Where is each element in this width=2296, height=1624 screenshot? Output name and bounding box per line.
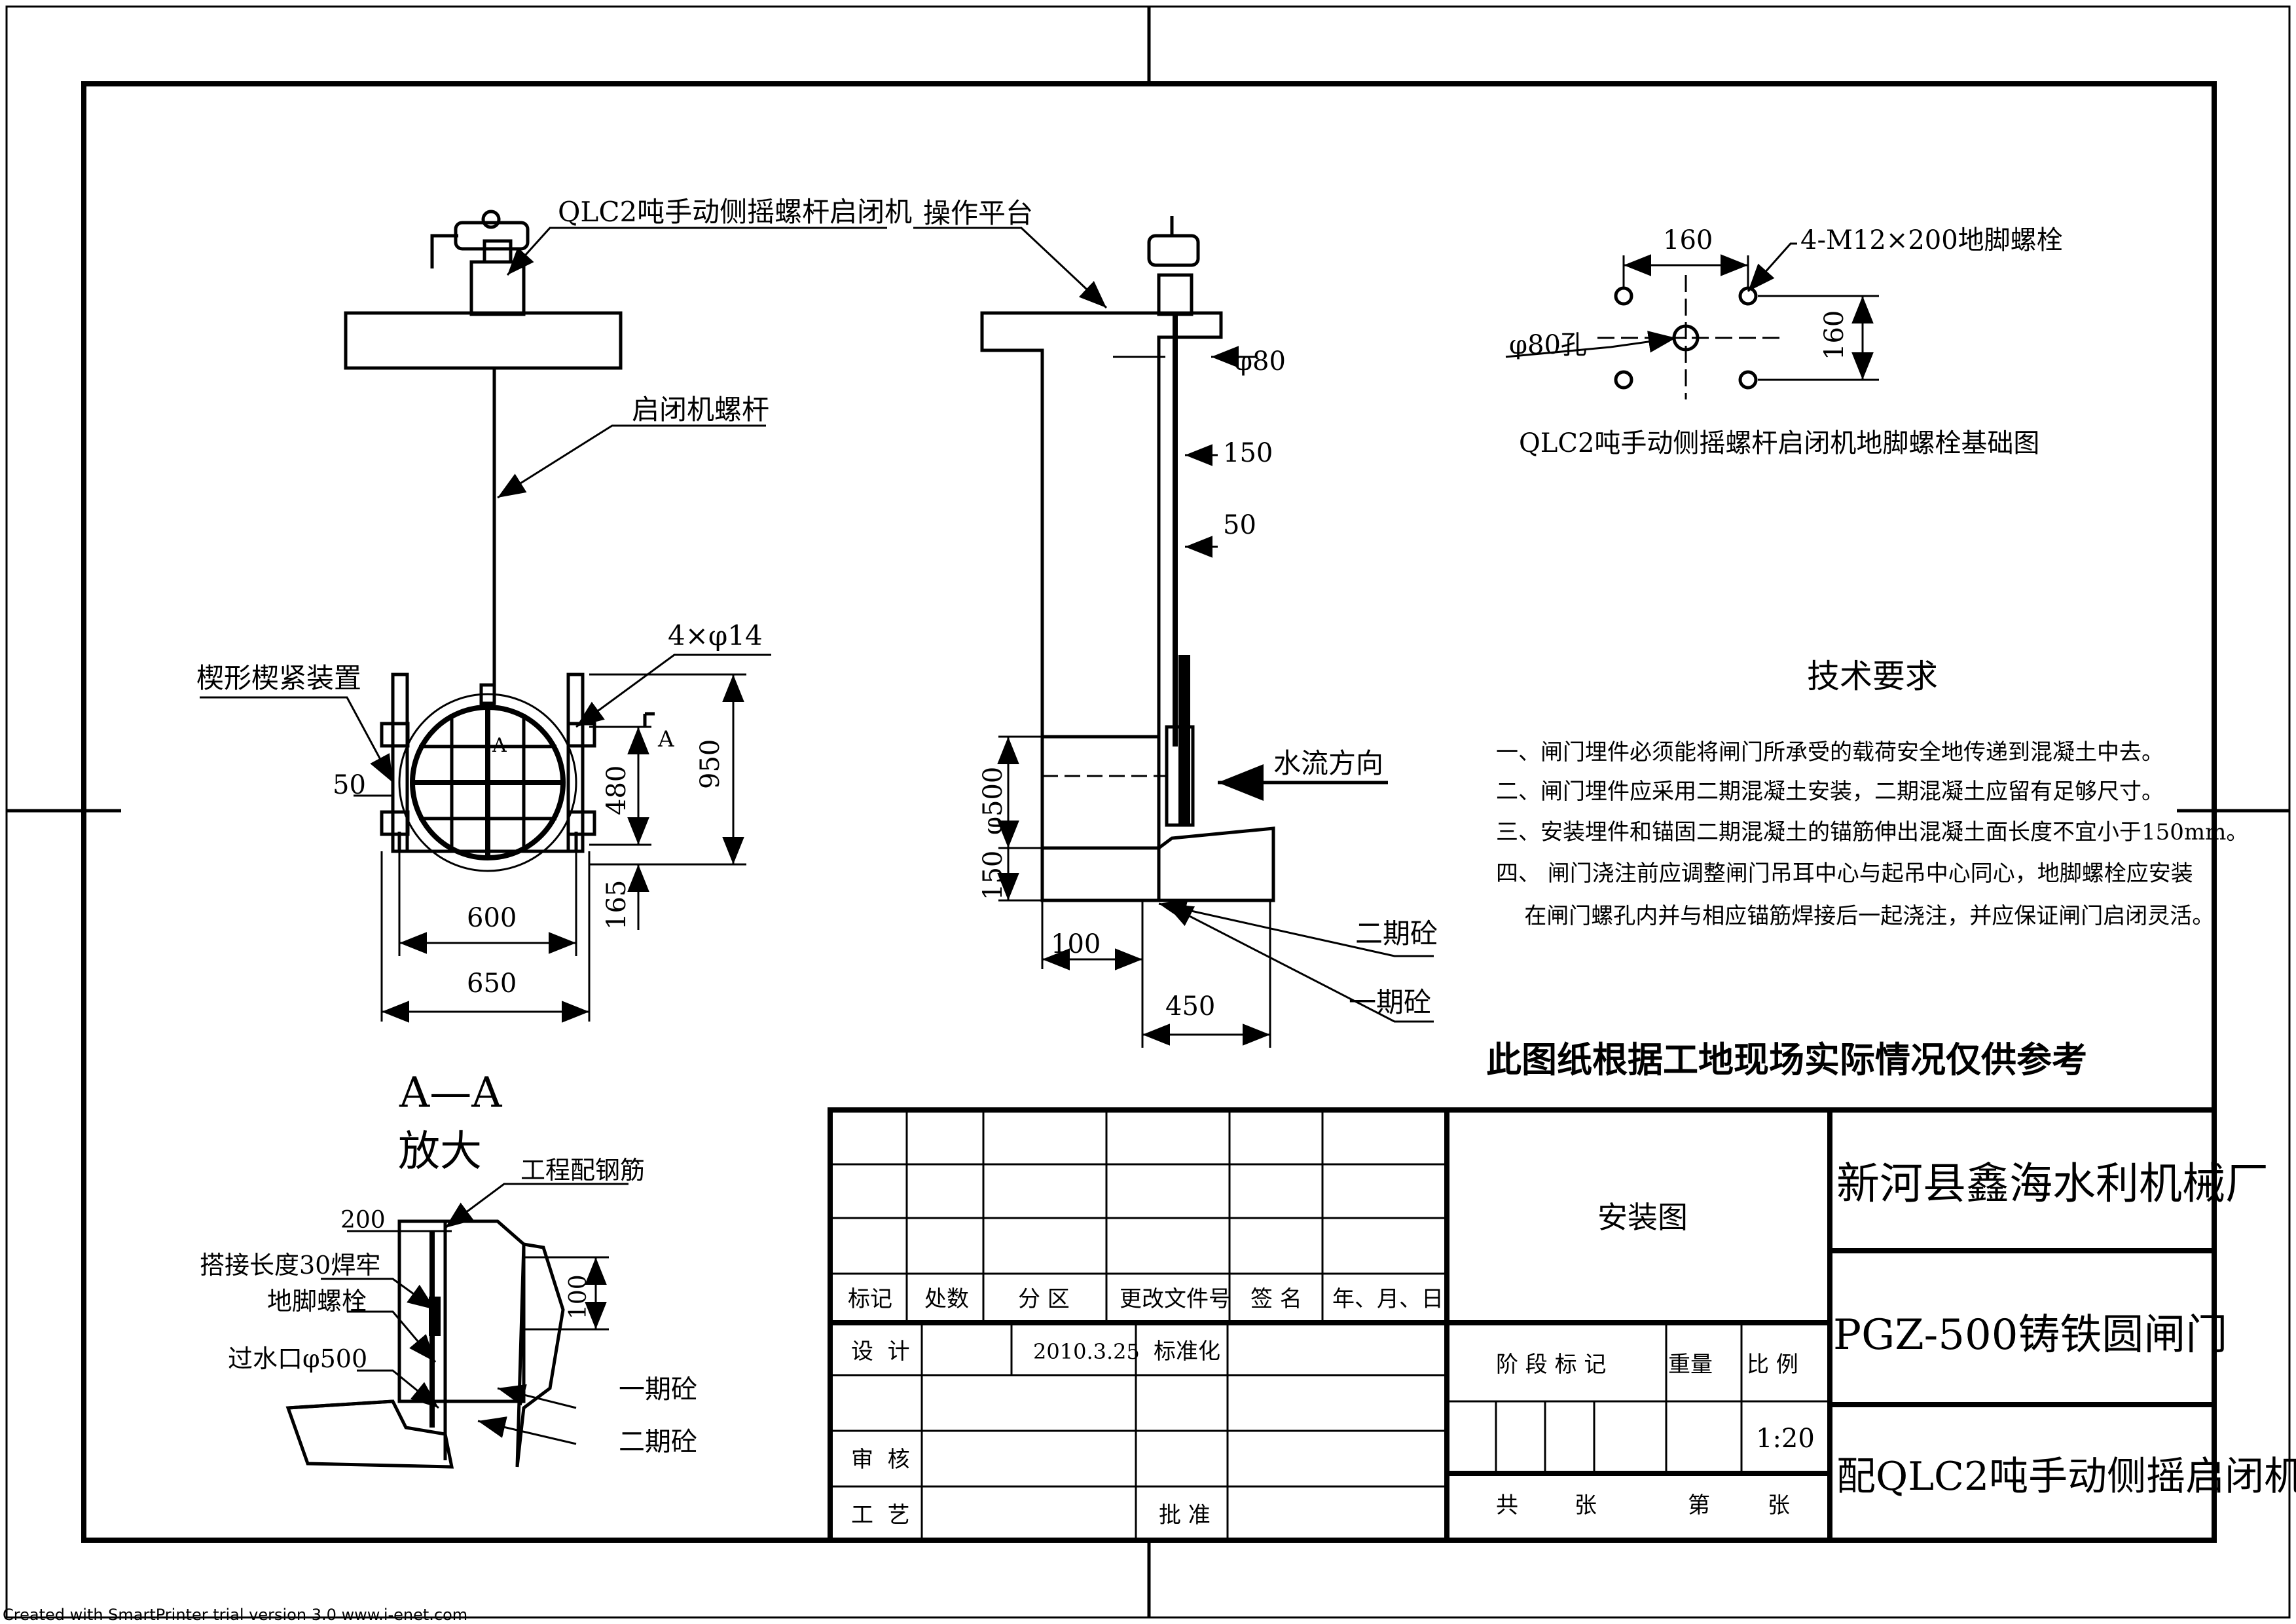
dim-600: 600 [467, 903, 517, 933]
tb-scale-label: 比 例 [1747, 1352, 1798, 1378]
gate-front-text: QLC2吨手动侧摇螺杆启闭机 启闭机螺杆 楔形楔紧装置 4×φ14 A A 50… [196, 196, 912, 999]
detail-dim-100: 100 [565, 1274, 592, 1320]
tech-title: 技术要求 [1807, 657, 1938, 695]
phase1-label: 一期砼 [1349, 986, 1431, 1018]
section-mark-a-center: A [492, 734, 507, 757]
tb-sheet-no: 第 [1688, 1492, 1710, 1519]
dim-165: 165 [602, 880, 632, 930]
hoist-label: QLC2吨手动侧摇螺杆启闭机 [558, 196, 912, 228]
technical-requirements: 技术要求 一、闸门埋件必须能将闸门所承受的载荷安全地传递到混凝土中去。 二、闸门… [1496, 657, 2248, 929]
reference-note: 此图纸根据工地现场实际情况仅供参考 [1486, 1039, 2087, 1080]
detail-phase2: 二期砼 [619, 1427, 697, 1457]
tb-standard: 标准化 [1154, 1338, 1220, 1365]
tb-stage: 阶 段 标 记 [1496, 1352, 1606, 1378]
phase2-label: 二期砼 [1355, 917, 1438, 950]
tb-company: 新河县鑫海水利机械厂 [1836, 1158, 2269, 1209]
dim-150b: 150 [978, 851, 1008, 900]
detail-text: A—A 放大 工程配钢筋 200 搭接长度30焊牢 地脚螺栓 过水口φ500 1… [200, 1069, 697, 1457]
section-mark-a: A [657, 726, 674, 752]
tb-header: 年、月、日 [1332, 1286, 1444, 1312]
tb-scale: 1:20 [1756, 1424, 1815, 1454]
tech-item: 三、安装埋件和锚固二期混凝土的锚筋伸出混凝土面长度不宜小于150mm。 [1496, 819, 2248, 845]
anchor-label: 地脚螺栓 [267, 1287, 367, 1316]
tech-item: 二、闸门埋件应采用二期混凝土安装，二期混凝土应留有足够尺寸。 [1496, 779, 2164, 805]
tb-approve: 批 准 [1159, 1502, 1211, 1528]
detail-phase1: 一期砼 [619, 1375, 697, 1405]
hole80-label: φ80孔 [1509, 330, 1587, 360]
wedge-label: 楔形楔紧装置 [196, 662, 361, 694]
foundation-title: QLC2吨手动侧摇螺杆启闭机地脚螺栓基础图 [1519, 428, 2039, 458]
tb-subtitle: 配QLC2吨手动侧摇启闭机图 [1836, 1454, 2296, 1500]
dim-150a: 150 [1223, 438, 1273, 468]
dim-phi80: φ80 [1234, 346, 1286, 377]
platform-label: 操作平台 [923, 197, 1033, 229]
bolt-foundation-text: 160 160 4-M12×200地脚螺栓 φ80孔 QLC2吨手动侧摇螺杆启闭… [1509, 225, 2063, 458]
tb-sheets: 张 [1575, 1492, 1597, 1519]
screw-rod-label: 启闭机螺杆 [632, 394, 769, 426]
dim-50: 50 [333, 770, 366, 800]
tb-header: 标记 [848, 1286, 892, 1312]
dim-160b: 160 [1819, 310, 1850, 360]
detail-a-a [285, 1183, 629, 1469]
gate-side-text: 操作平台 φ80 150 50 φ500 150 100 450 水流方向 二期… [923, 197, 1438, 1022]
tech-item: 在闸门螺孔内并与相应锚筋焊接后一起浇注，并应保证闸门启闭灵活。 [1496, 903, 2214, 929]
title-block-text: 标记 处数 分 区 更改文件号 签 名 年、月、日 设 计 2010.3.25 … [848, 1158, 2296, 1528]
dim-450: 450 [1165, 991, 1215, 1022]
dim-160a: 160 [1663, 225, 1713, 255]
rebar-label: 工程配钢筋 [520, 1156, 645, 1185]
tb-header: 签 名 [1250, 1286, 1302, 1312]
dim-100: 100 [1051, 929, 1101, 959]
tb-sheets: 张 [1768, 1492, 1790, 1519]
dim-50b: 50 [1223, 510, 1256, 540]
tb-total: 共 [1496, 1492, 1518, 1519]
tb-review: 审 核 [851, 1447, 910, 1473]
tb-process: 工 艺 [851, 1502, 910, 1528]
tb-weight: 重量 [1668, 1352, 1713, 1378]
gate-side-section [913, 216, 1434, 1048]
tb-header: 更改文件号 [1120, 1286, 1231, 1312]
tb-date: 2010.3.25 [1033, 1339, 1140, 1364]
tb-header: 分 区 [1018, 1286, 1070, 1312]
anchor-bolt-label: 4-M12×200地脚螺栓 [1800, 225, 2063, 255]
flow-direction-label: 水流方向 [1273, 747, 1383, 779]
detail-title: A—A [399, 1069, 502, 1117]
tb-header: 处数 [924, 1286, 969, 1312]
title-block [828, 1107, 2217, 1543]
dim-950: 950 [695, 739, 725, 789]
gate-front-view [200, 210, 887, 1023]
detail-subtitle: 放大 [398, 1128, 482, 1176]
bolt-holes-label: 4×φ14 [668, 619, 763, 652]
dim-480: 480 [602, 766, 632, 815]
tb-drawing-name: 安装图 [1597, 1200, 1688, 1235]
dim-phi500: φ500 [978, 767, 1008, 835]
lap-label: 搭接长度30焊牢 [200, 1251, 380, 1280]
outlet-label: 过水口φ500 [228, 1344, 367, 1373]
tech-item: 一、闸门埋件必须能将闸门所承受的载荷安全地传递到混凝土中去。 [1496, 739, 2164, 766]
bolt-foundation-plan [1505, 242, 1879, 399]
tb-product: PGZ-500铸铁圆闸门 [1833, 1311, 2227, 1359]
printer-watermark: Created with SmartPrinter trial version … [3, 1606, 468, 1624]
dim-200: 200 [340, 1207, 386, 1234]
dim-650: 650 [467, 969, 517, 999]
tb-design: 设 计 [851, 1338, 910, 1365]
tech-item: 四、 闸门浇注前应调整闸门吊耳中心与起吊中心同心，地脚螺栓应安装 [1496, 860, 2193, 887]
